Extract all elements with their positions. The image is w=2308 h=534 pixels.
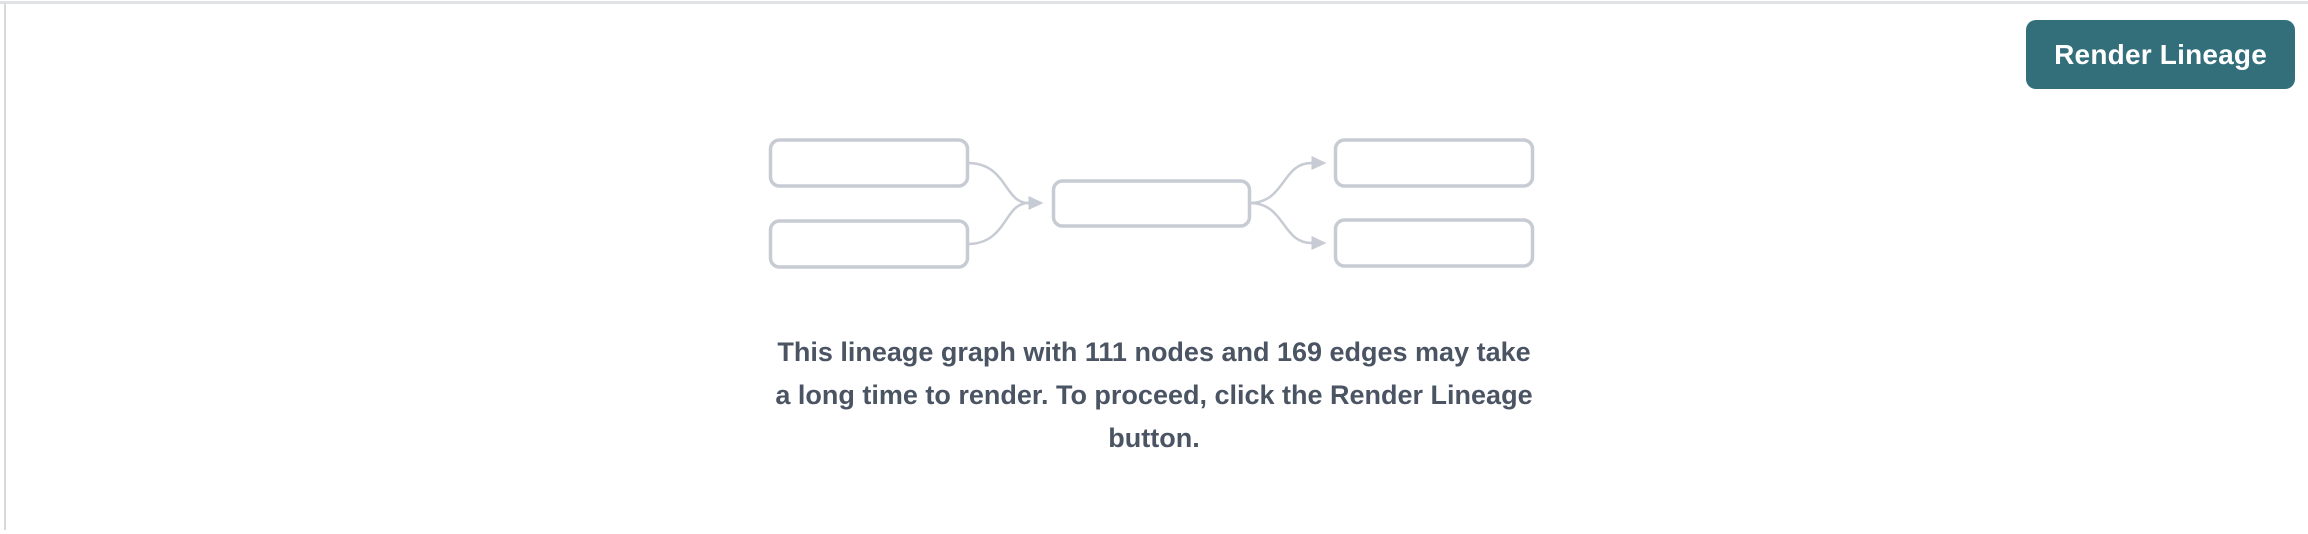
warning-message-line-1: This lineage graph with 111 nodes and 16…: [777, 337, 1531, 367]
edge-path-right-bottom: [1248, 201, 1313, 245]
node-box-right-top: [1333, 138, 1535, 188]
arrowhead-icon-middle: [1028, 196, 1044, 210]
edge-path-right-top: [1248, 161, 1313, 205]
node-box-middle: [1051, 179, 1252, 228]
arrowhead-icon-right-bottom: [1311, 236, 1327, 250]
lineage-graph-placeholder-illustration: [768, 138, 1535, 269]
node-box-left-top: [768, 138, 970, 188]
pane-top-border: [0, 1, 2308, 4]
edge-path-left-top: [966, 161, 1030, 205]
warning-message-line-3: button.: [1108, 423, 1200, 453]
lineage-warning-message: This lineage graph with 111 nodes and 16…: [767, 331, 1542, 460]
render-lineage-button[interactable]: Render Lineage: [2026, 20, 2295, 89]
edge-path-left-bottom: [966, 201, 1030, 246]
lineage-empty-state: This lineage graph with 111 nodes and 16…: [767, 133, 1542, 460]
warning-message-line-2: a long time to render. To proceed, click…: [775, 380, 1533, 410]
arrowhead-icon-right-top: [1311, 156, 1327, 170]
node-box-right-bottom: [1333, 218, 1535, 268]
pane-left-border: [4, 3, 6, 530]
node-box-left-bottom: [768, 219, 970, 269]
